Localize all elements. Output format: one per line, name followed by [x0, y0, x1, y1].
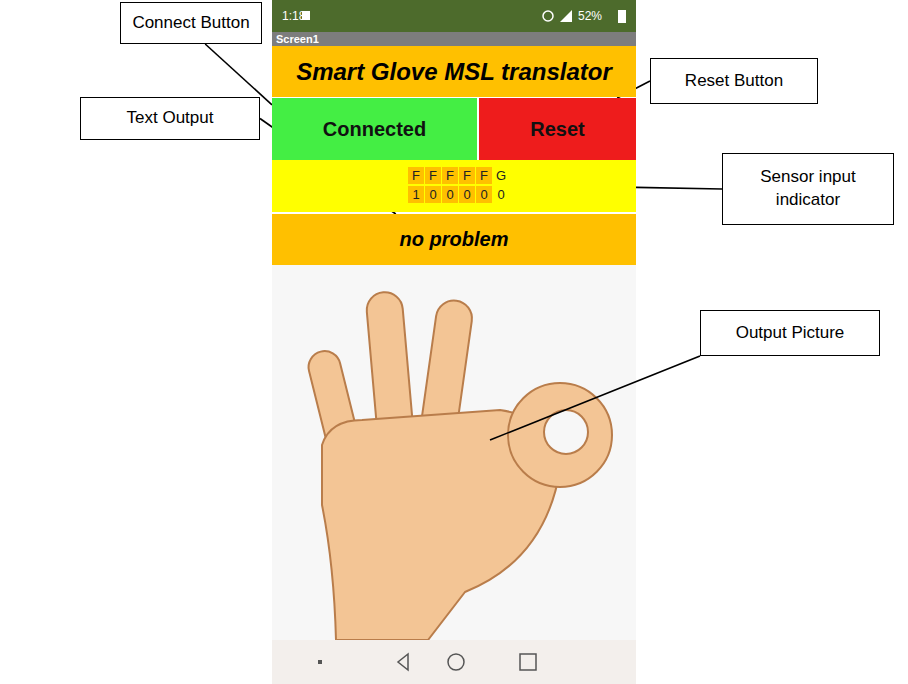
screen-title-bar: Screen1: [272, 32, 636, 46]
sensor-cell: 0: [493, 186, 509, 203]
reset-button: Reset: [479, 98, 636, 160]
nav-home: [448, 654, 464, 670]
app-title-band: Smart Glove MSL translator: [272, 46, 636, 97]
label-text: Output Picture: [736, 322, 845, 345]
sensor-cell: 0: [476, 186, 492, 203]
callout-box: Sensor input indicator: [722, 153, 894, 225]
sensor-cell: F: [442, 167, 458, 184]
sensor-cell: G: [493, 167, 509, 184]
nav-recent: [520, 654, 536, 670]
nav-back: [398, 654, 408, 670]
label-text: Connected: [323, 118, 426, 141]
leader-line: [636, 187, 722, 189]
label-text: Sensor input indicator: [731, 166, 885, 212]
ok-hand-illustration: [305, 291, 612, 640]
leader-line: [205, 44, 272, 105]
connect-button: Connected: [272, 98, 477, 160]
callout-box: Output Picture: [700, 310, 880, 356]
label-text: Reset: [530, 118, 584, 141]
label-text: Smart Glove MSL translator: [296, 58, 612, 86]
label-text: Screen1: [276, 33, 319, 45]
label-text: 52%: [578, 9, 602, 23]
callout-box: Reset Button: [650, 58, 818, 104]
label-text: 1:18: [282, 9, 305, 23]
picture-area: [272, 265, 636, 640]
battery-icon: [618, 10, 626, 23]
label-text: Connect Button: [132, 12, 249, 35]
navigation-bar: [272, 640, 636, 684]
sensor-cell: 0: [459, 186, 475, 203]
label-text: Reset Button: [685, 70, 783, 93]
callout-box: Connect Button: [120, 2, 262, 44]
label-text: no problem: [400, 228, 509, 251]
signal-icon: [560, 10, 572, 22]
status-bar: 1:18 52%: [272, 0, 636, 32]
sensor-cell: F: [476, 167, 492, 184]
thumb-index-loop: [508, 383, 612, 487]
text-output-band: no problem: [272, 214, 636, 265]
nav-dot: [318, 660, 322, 664]
sensor-cell: F: [459, 167, 475, 184]
label-text: Text Output: [127, 107, 214, 130]
sensor-cell: F: [408, 167, 424, 184]
alarm-icon: [543, 11, 553, 21]
leader-line: [490, 356, 700, 440]
sensor-cell: 0: [425, 186, 441, 203]
callout-box: Text Output: [80, 97, 260, 140]
sensor-cell: 0: [442, 186, 458, 203]
status-bar: [272, 0, 636, 32]
sensor-indicator-band: FFFFFG100000: [272, 160, 636, 212]
sensor-cell: 1: [408, 186, 424, 203]
sensor-cell: F: [425, 167, 441, 184]
